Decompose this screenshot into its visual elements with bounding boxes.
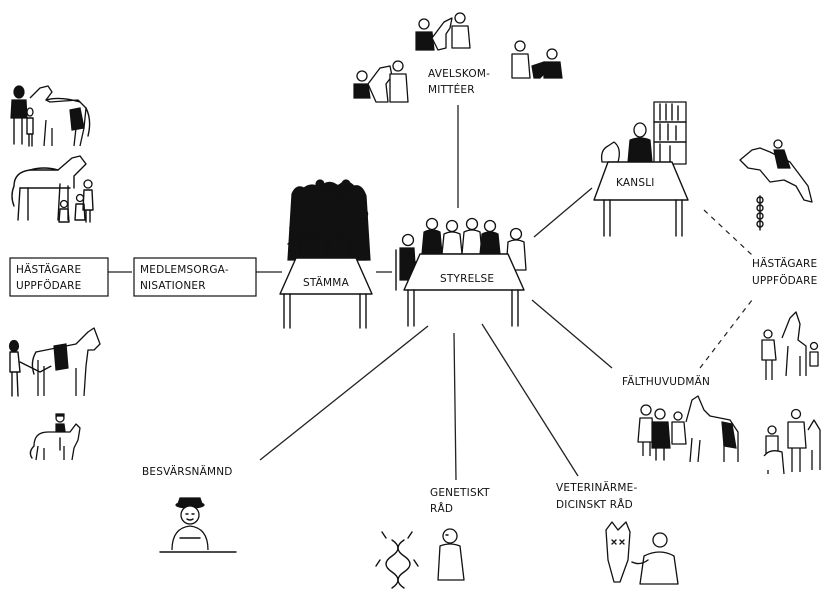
office-clerk-sketch <box>600 101 687 165</box>
hastagare-left-box: HÄSTÄGARE UPPFÖDARE <box>9 257 109 297</box>
falthuvudman-label: FÄLTHUVUDMÄN <box>622 375 710 388</box>
hastagare-right-line2: UPPFÖDARE <box>752 274 817 287</box>
medlemsorg-line1: MEDLEMSORGA- <box>140 264 229 276</box>
genetiskt-rad-line2: RÅD <box>430 502 453 515</box>
line-styrelse-veterinar <box>481 323 579 477</box>
horse-and-people-sketch-3 <box>8 327 101 397</box>
avelskommitteer-group: AVELSKOM- MITTÉER <box>353 12 563 103</box>
dna-helix-sketch <box>375 531 419 589</box>
crowd-sketch <box>287 179 371 261</box>
hastagare-left-line2: UPPFÖDARE <box>16 279 81 292</box>
falthuvudman-group: FÄLTHUVUDMÄN <box>622 375 739 463</box>
styrelse-group: STYRELSE <box>395 217 527 327</box>
connector-lines <box>108 105 753 481</box>
line-styrelse-falthuvudman <box>531 299 613 369</box>
horse-and-people-sketch-jumper <box>739 139 813 231</box>
medlemsorg-line2: NISATIONER <box>140 280 206 292</box>
line-styrelse-kansli <box>533 187 593 238</box>
geneticist-figure <box>437 528 465 581</box>
dashed-line-falthuvudman-hastagare <box>699 299 753 369</box>
horse-and-people-sketch-2 <box>11 155 94 223</box>
veterinar-line2: DICINSKT RÅD <box>556 498 633 511</box>
kansli-label: KANSLI <box>616 177 655 189</box>
dashed-line-kansli-hastagare <box>703 209 753 256</box>
line-styrelse-besvarsnamnd <box>259 325 429 461</box>
styrelse-table <box>403 253 525 291</box>
styrelse-label: STYRELSE <box>440 273 494 285</box>
horse-and-people-sketch-right-1 <box>761 311 819 380</box>
besvarsnamnd-label: BESVÄRSNÄMND <box>142 465 233 478</box>
genetiskt-rad-line1: GENETISKT <box>430 487 490 499</box>
veterinar-group: VETERINÄRME- DICINSKT RÅD <box>556 481 679 585</box>
horse-and-people-sketch-avel <box>353 12 563 103</box>
line-styrelse-genetiskt-rad <box>453 332 457 481</box>
horse-and-people-sketch-falt <box>637 395 739 463</box>
medlemsorg-box: MEDLEMSORGA- NISATIONER <box>133 257 257 297</box>
avelskommitteer-line1: AVELSKOM- <box>428 68 490 80</box>
stamma-group: STÄMMA <box>279 179 373 329</box>
hastagare-left-line1: HÄSTÄGARE <box>16 263 81 276</box>
horse-and-people-sketch-1 <box>10 85 91 147</box>
hastagare-right-group: HÄSTÄGARE UPPFÖDARE <box>739 139 821 475</box>
veterinarian-sketch <box>605 521 679 585</box>
genetiskt-rad-group: GENETISKT RÅD <box>375 487 490 589</box>
kansli-group: KANSLI <box>593 101 689 237</box>
judge-sketch <box>159 497 237 553</box>
stamma-table <box>279 257 373 295</box>
kansli-table <box>593 161 689 201</box>
veterinar-line1: VETERINÄRME- <box>556 481 637 494</box>
horse-and-people-sketch-4 <box>29 413 81 461</box>
stamma-label: STÄMMA <box>303 276 350 289</box>
hastagare-right-line1: HÄSTÄGARE <box>752 257 817 270</box>
horse-figures-left <box>8 85 101 461</box>
besvarsnamnd-group: BESVÄRSNÄMND <box>142 465 237 553</box>
horse-and-people-sketch-right-2 <box>763 408 821 475</box>
avelskommitteer-line2: MITTÉER <box>428 83 475 96</box>
